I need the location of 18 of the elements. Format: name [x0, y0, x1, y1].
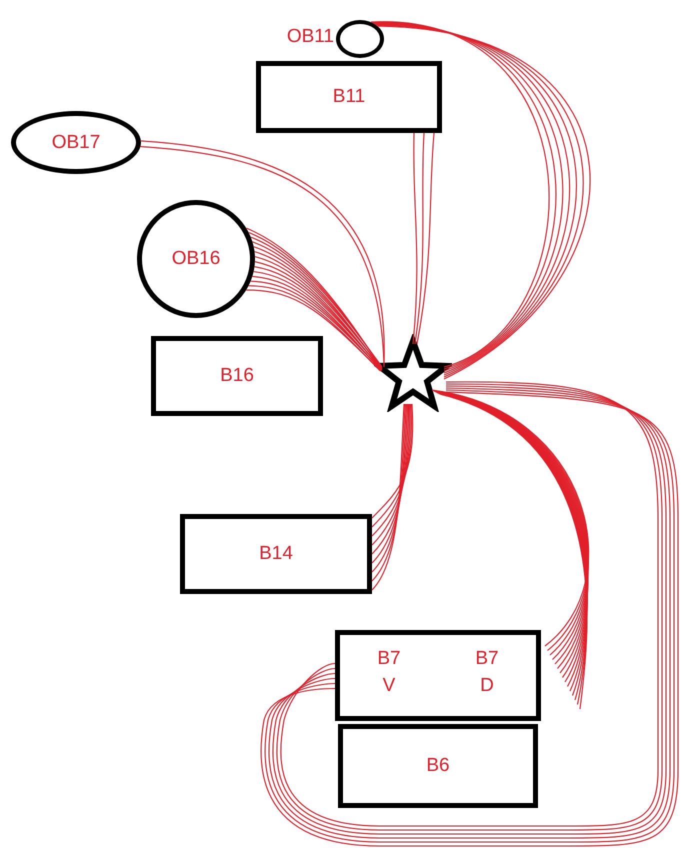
node-label: OB16: [172, 248, 220, 270]
node-caption: OB11: [286, 26, 334, 48]
rect-node: [180, 514, 372, 594]
rect-node: [256, 61, 442, 133]
node-label: OB17: [52, 132, 100, 154]
node-label: B16: [220, 365, 254, 387]
rect-node: [151, 336, 323, 416]
node-label: B6: [426, 755, 450, 777]
node-label: B7 D: [474, 646, 500, 698]
ellipse-node: [137, 200, 255, 318]
rect-node: [338, 724, 538, 808]
node-label: B11: [332, 86, 366, 108]
rect-node: [335, 630, 541, 721]
star-shape: [374, 334, 452, 412]
ellipse-node: [11, 111, 141, 174]
node-label: B14: [259, 543, 293, 565]
node-label: B7 V: [376, 646, 402, 698]
circle-node: [336, 20, 384, 58]
